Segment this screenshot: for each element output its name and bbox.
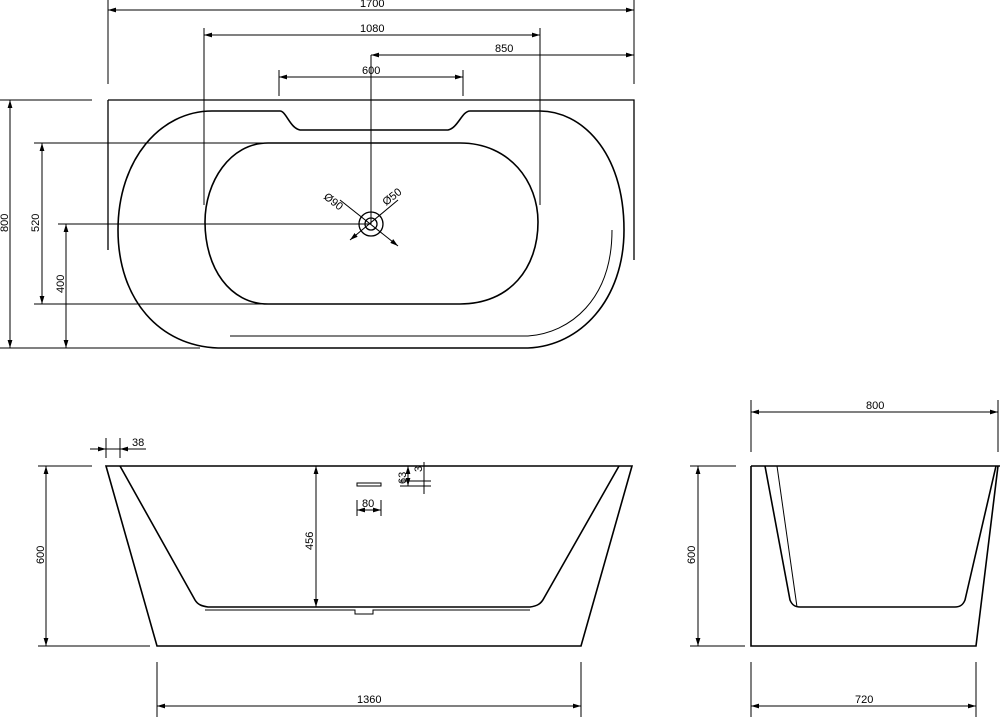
- drain-dia-leader-2: [349, 199, 399, 241]
- overflow-fitting: [356, 482, 382, 487]
- dim-520-label: 520: [30, 214, 42, 232]
- top-view-outer-oval: [117, 110, 625, 349]
- side-view-outline: [104, 465, 634, 647]
- top-view-inner-oval: [204, 142, 539, 305]
- dim-600-label: 600: [362, 65, 380, 77]
- drain-outer-dia-label: Ø90: [321, 191, 345, 213]
- end-view-inner-basin: [764, 465, 997, 608]
- dim-1080-label: 1080: [360, 23, 384, 35]
- dim-63-label: 63: [397, 472, 409, 484]
- end-view: 800 600 720: [686, 400, 1000, 717]
- dim-1360-label: 1360: [357, 694, 381, 706]
- dim-456-label: 456: [304, 532, 316, 550]
- top-view: Ø90 Ø50 1700 1080 850 600 800 520: [0, 0, 635, 349]
- dim-1700-label: 1700: [360, 0, 384, 10]
- dim-end-800-label: 800: [866, 400, 884, 412]
- top-view-outer-outline: [108, 99, 635, 260]
- side-view-inner-basin: [119, 465, 620, 608]
- end-view-outline: [750, 465, 1000, 647]
- top-view-rim-line: [230, 229, 613, 337]
- side-view-basin-floor: [205, 609, 530, 615]
- dim-800-label: 800: [0, 214, 11, 232]
- dim-3-label: 3: [413, 466, 425, 472]
- dim-850-label: 850: [495, 43, 513, 55]
- dim-side-600-label: 600: [35, 546, 47, 564]
- drain-dia-leader-1: [339, 199, 399, 247]
- dim-end-600-label: 600: [686, 546, 698, 564]
- dim-80-label: 80: [362, 498, 374, 510]
- dim-38-label: 38: [132, 437, 144, 449]
- side-view: 38 600 456 63 3 80 1360: [35, 437, 634, 717]
- dim-720-label: 720: [855, 694, 873, 706]
- dim-400-label: 400: [55, 275, 67, 293]
